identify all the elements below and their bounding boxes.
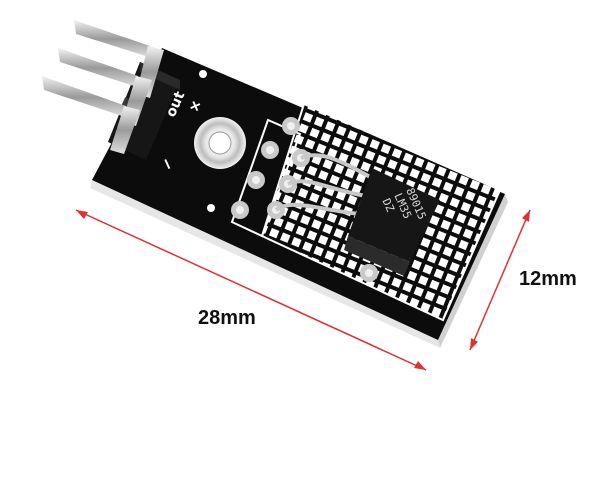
board-dot [199, 70, 207, 78]
pcb-edge [90, 180, 508, 348]
board-dot [207, 204, 215, 212]
sensor-marking-line3: DZ [380, 197, 397, 215]
length-dimension-arrow [75, 209, 427, 371]
width-label: 12mm [519, 268, 577, 290]
sensor-leads [274, 153, 373, 216]
header-pins [42, 20, 164, 154]
width-dimension-arrow [469, 209, 531, 351]
length-label: 28mm [198, 307, 256, 329]
mounting-hole [194, 117, 246, 169]
